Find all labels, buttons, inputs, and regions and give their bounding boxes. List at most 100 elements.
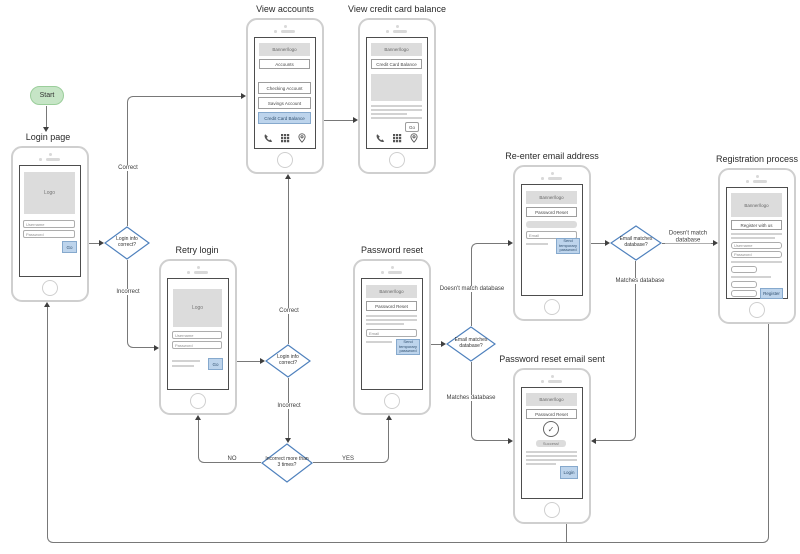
- banner-placeholder: Banner/logo: [366, 285, 417, 298]
- start-node[interactable]: Start: [30, 86, 64, 105]
- email-field[interactable]: Email: [366, 329, 417, 337]
- credit-header-button[interactable]: Credit Card Balance: [371, 59, 422, 69]
- connector-yes: [313, 420, 389, 463]
- banner-placeholder: Banner/logo: [526, 191, 577, 204]
- username-field[interactable]: Username: [172, 331, 222, 339]
- text-placeholder-line: [526, 459, 577, 461]
- arrowhead-up-icon: [44, 302, 50, 307]
- empty-field[interactable]: [731, 290, 757, 297]
- go-button[interactable]: Go: [62, 241, 77, 253]
- send-temp-password-button[interactable]: Send temporary password: [556, 238, 580, 254]
- connector-no: [198, 420, 261, 463]
- arrowhead-left-icon: [591, 438, 596, 444]
- diamond-shape-icon: [446, 326, 496, 362]
- phone-reenter-email[interactable]: Banner/logo Password Reset Email Send te…: [513, 165, 591, 321]
- accounts-header-button[interactable]: Accounts: [259, 59, 310, 69]
- text-placeholder-line: [731, 276, 771, 278]
- password-reset-header-button[interactable]: Password Reset: [366, 301, 417, 311]
- phone-password-reset[interactable]: Banner/logo Password Reset Email Send te…: [353, 259, 431, 415]
- edge-label-matches-1: Matches database: [445, 395, 497, 401]
- logo-label: Logo: [191, 305, 204, 311]
- connector-correct2: [288, 179, 289, 344]
- speaker-icon: [753, 180, 767, 183]
- password-field[interactable]: Password: [731, 251, 782, 258]
- empty-field[interactable]: [731, 266, 757, 273]
- decision-login-correct-2[interactable]: Login info correct?: [265, 344, 311, 378]
- phone-view-accounts[interactable]: Banner/logo Accounts Checking Account Sa…: [246, 18, 324, 174]
- text-placeholder-line: [526, 243, 548, 245]
- connector-correct1: [127, 96, 241, 226]
- speaker-dot-icon: [187, 271, 190, 274]
- title-view-credit: View credit card balance: [348, 4, 446, 14]
- diamond-shape-icon: [104, 226, 150, 260]
- empty-field[interactable]: [731, 281, 757, 288]
- email-field[interactable]: Email: [526, 231, 577, 239]
- home-button-icon: [42, 280, 58, 296]
- text-placeholder-line: [366, 341, 392, 343]
- text-placeholder-line: [366, 323, 404, 325]
- decision-label: Email matches database?: [619, 236, 653, 248]
- decision-email-matches-2[interactable]: Email matches database?: [610, 225, 662, 261]
- decision-login-correct-1[interactable]: Login info correct?: [104, 226, 150, 260]
- go-button[interactable]: Go: [208, 358, 223, 370]
- arrowhead-right-icon: [154, 345, 159, 351]
- phone-login-page[interactable]: Logo Username Password Go: [11, 146, 89, 302]
- checkmark-icon: ✓: [543, 421, 559, 437]
- username-field[interactable]: Username: [23, 220, 75, 228]
- send-temp-password-button[interactable]: Send temporary password: [396, 339, 420, 355]
- speaker-icon: [548, 380, 562, 383]
- phone-reset-email-sent[interactable]: Banner/logo Password Reset ✓ Success! Lo…: [513, 368, 591, 524]
- menu-grid-icon[interactable]: [280, 133, 290, 143]
- camera-icon: [196, 266, 200, 269]
- password-reset-header-button[interactable]: Password Reset: [526, 409, 577, 419]
- text-placeholder-line: [526, 451, 577, 453]
- register-button[interactable]: Register: [760, 288, 783, 299]
- speaker-dot-icon: [39, 158, 42, 161]
- decision-email-matches-1[interactable]: Email matches database?: [446, 326, 496, 362]
- phone-call-icon[interactable]: [263, 133, 273, 143]
- location-pin-icon[interactable]: [297, 133, 307, 143]
- arrowhead-right-icon: [508, 240, 513, 246]
- location-pin-icon[interactable]: [409, 133, 419, 143]
- password-reset-screen: Banner/logo Password Reset Email Send te…: [361, 278, 423, 390]
- phone-call-icon[interactable]: [375, 133, 385, 143]
- camera-icon: [48, 153, 52, 156]
- home-button-icon: [544, 299, 560, 315]
- arrowhead-up-icon: [285, 174, 291, 179]
- text-placeholder-line: [526, 455, 577, 457]
- banner-label: Banner/logo: [539, 195, 564, 200]
- phone-registration[interactable]: Banner/logo Register with us Username Pa…: [718, 168, 796, 324]
- decision-label: Email matches database?: [454, 337, 488, 349]
- camera-icon: [755, 175, 759, 178]
- home-button-icon: [389, 152, 405, 168]
- login-button[interactable]: Login: [560, 466, 578, 479]
- phone-retry-login[interactable]: Logo Username Password Go: [159, 259, 237, 415]
- logo-placeholder: Logo: [173, 289, 222, 327]
- text-placeholder-line: [731, 237, 775, 239]
- banner-label: Banner/logo: [379, 289, 404, 294]
- password-field[interactable]: Password: [23, 230, 75, 238]
- password-field[interactable]: Password: [172, 341, 222, 349]
- decision-incorrect-3-times[interactable]: Incorrect more than 3 times?: [261, 443, 313, 483]
- speaker-dot-icon: [541, 177, 544, 180]
- menu-grid-icon[interactable]: [392, 133, 402, 143]
- go-button[interactable]: Go: [405, 122, 419, 132]
- retry-screen: Logo Username Password Go: [167, 278, 229, 390]
- speaker-icon: [548, 177, 562, 180]
- arrowhead-up-icon: [195, 415, 201, 420]
- checking-account-button[interactable]: Checking Account: [258, 82, 311, 94]
- text-placeholder-line: [526, 463, 556, 465]
- text-placeholder-line: [731, 233, 782, 235]
- content-placeholder-pill: [526, 221, 577, 228]
- home-button-icon: [190, 393, 206, 409]
- text-placeholder-line: [371, 109, 422, 111]
- credit-card-balance-button[interactable]: Credit Card Balance: [258, 112, 311, 124]
- speaker-dot-icon: [386, 30, 389, 33]
- username-field[interactable]: Username: [731, 242, 782, 249]
- connector-accounts-credit: [324, 120, 353, 121]
- savings-account-button[interactable]: Savings Account: [258, 97, 311, 109]
- phone-view-credit[interactable]: Banner/logo Credit Card Balance Go: [358, 18, 436, 174]
- password-reset-header-button[interactable]: Password Reset: [526, 207, 577, 217]
- register-with-us-button[interactable]: Register with us: [731, 220, 782, 230]
